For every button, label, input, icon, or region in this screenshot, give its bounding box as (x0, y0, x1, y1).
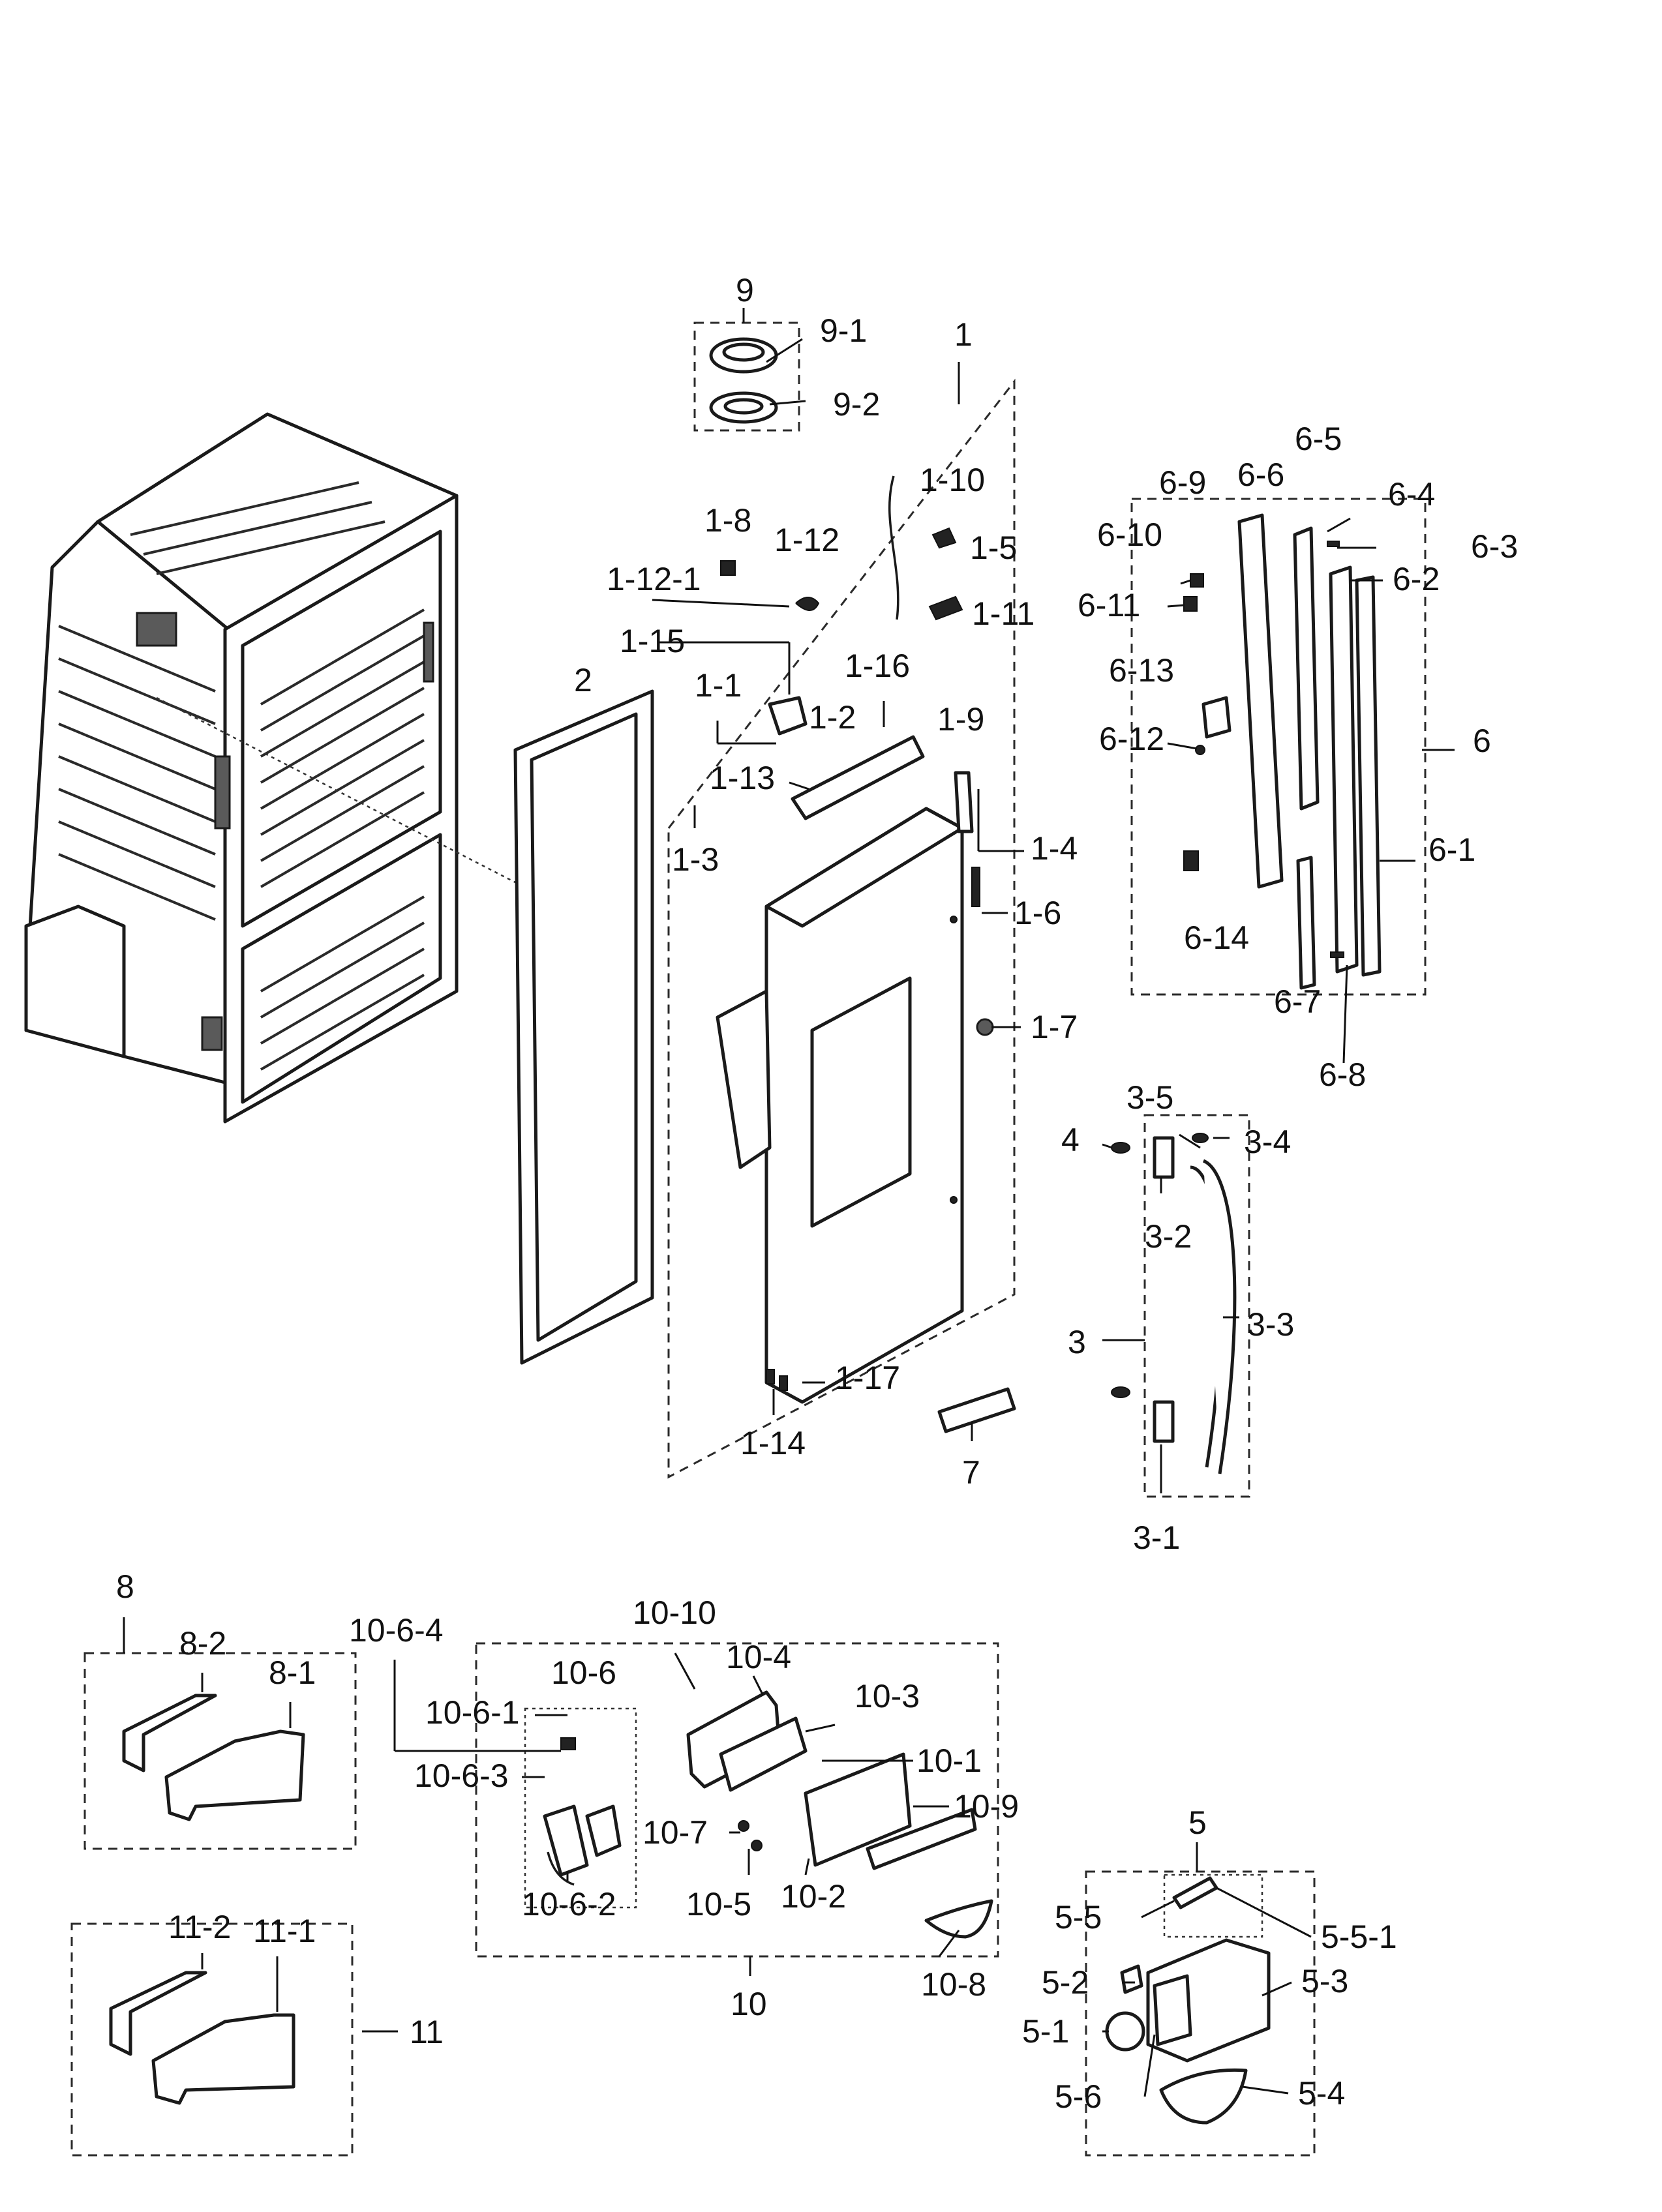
callout-1-6: 1-6 (1014, 895, 1061, 931)
callout-1-14: 1-14 (740, 1425, 806, 1461)
callout-10-9: 10-9 (954, 1788, 1019, 1825)
callout-10-7: 10-7 (642, 1814, 708, 1851)
group-11-box (70, 1922, 354, 2157)
callout-5: 5 (1188, 1804, 1207, 1841)
group-10-6-box (524, 1707, 637, 1909)
callout-1-17: 1-17 (835, 1360, 900, 1396)
callout-3-1: 3-1 (1133, 1519, 1180, 1556)
callout-9-2: 9-2 (833, 386, 880, 423)
callout-6-7: 6-7 (1274, 983, 1321, 1020)
callout-labels: 9 9-1 9-2 1 1-10 1-8 1-12 1-5 1-12-1 1-1… (116, 272, 1518, 2115)
callout-3: 3 (1068, 1324, 1086, 1360)
callout-10-1: 10-1 (916, 1742, 982, 1779)
callout-2: 2 (574, 662, 592, 698)
door-trim-strips (1183, 513, 1382, 990)
callout-5-5-1: 5-5-1 (1321, 1919, 1397, 1955)
callout-1: 1 (954, 316, 973, 353)
callout-6: 6 (1473, 723, 1491, 759)
callout-1-13: 1-13 (710, 760, 775, 796)
callout-6-11: 6-11 (1078, 587, 1140, 623)
callout-9: 9 (736, 272, 754, 308)
callout-1-12: 1-12 (774, 522, 839, 558)
callout-10-6-4: 10-6-4 (349, 1612, 444, 1649)
callout-1-16: 1-16 (845, 648, 910, 684)
callout-7: 7 (962, 1454, 980, 1491)
callout-3-3: 3-3 (1247, 1306, 1294, 1343)
callout-8-2: 8-2 (179, 1625, 226, 1662)
callout-1-10: 1-10 (920, 462, 985, 498)
group-9-box (693, 321, 800, 432)
callout-9-1: 9-1 (820, 312, 867, 349)
callout-6-2: 6-2 (1393, 561, 1440, 597)
callout-10-8: 10-8 (921, 1966, 986, 2003)
callout-11-1: 11-1 (253, 1913, 316, 1949)
callout-6-4: 6-4 (1388, 476, 1435, 513)
callout-3-5: 3-5 (1126, 1079, 1173, 1116)
door-panel (716, 807, 964, 1404)
callout-5-4: 5-4 (1298, 2075, 1345, 2112)
callout-1-11: 1-11 (972, 595, 1035, 632)
callout-6-10: 6-10 (1097, 516, 1162, 553)
water-filter-rings (709, 337, 778, 424)
refrigerator-cabinet (24, 412, 601, 1124)
callout-1-2: 1-2 (809, 699, 856, 736)
callout-1-15: 1-15 (620, 623, 685, 659)
callout-6-3: 6-3 (1471, 528, 1518, 565)
callout-1-4: 1-4 (1031, 830, 1078, 867)
group-3-box (1143, 1114, 1250, 1498)
callout-8: 8 (116, 1568, 134, 1605)
duct-11 (109, 1971, 295, 2105)
callout-6-1: 6-1 (1428, 831, 1475, 868)
callout-6-5: 6-5 (1295, 421, 1342, 457)
callout-6-9: 6-9 (1159, 464, 1206, 501)
callout-1-1: 1-1 (695, 667, 742, 704)
callout-6-6: 6-6 (1237, 456, 1284, 493)
door-hinge-and-cover-parts (720, 475, 994, 1391)
callout-10-6: 10-6 (551, 1654, 616, 1691)
part-7-pad (937, 1387, 1016, 1433)
callout-1-12-1: 1-12-1 (607, 561, 701, 597)
callout-1-7: 1-7 (1031, 1009, 1078, 1045)
group-5-box (1085, 1870, 1316, 2157)
leader-lines (123, 308, 1455, 2097)
callout-5-5: 5-5 (1055, 1899, 1102, 1936)
callout-3-2: 3-2 (1145, 1218, 1192, 1255)
callout-4: 4 (1061, 1122, 1080, 1158)
ice-maker-assembly (1105, 1876, 1271, 2125)
callout-10: 10 (731, 1986, 767, 2022)
callout-1-8: 1-8 (704, 502, 751, 539)
duct-8 (122, 1694, 305, 1821)
callout-10-6-2: 10-6-2 (522, 1886, 616, 1922)
callout-10-10: 10-10 (633, 1594, 716, 1631)
callout-1-9: 1-9 (937, 701, 984, 738)
callout-5-6: 5-6 (1055, 2078, 1102, 2115)
callout-10-6-3: 10-6-3 (414, 1757, 509, 1794)
callout-8-1: 8-1 (269, 1654, 316, 1691)
callout-5-1: 5-1 (1022, 2013, 1069, 2050)
dispenser-parts (543, 1690, 993, 1939)
door-assembly-group-box (667, 378, 1016, 1479)
callout-1-5: 1-5 (970, 530, 1017, 566)
callout-6-8: 6-8 (1319, 1056, 1366, 1093)
callout-1-3: 1-3 (672, 841, 719, 878)
callout-11-2: 11-2 (168, 1909, 231, 1945)
callout-10-5: 10-5 (686, 1886, 751, 1922)
callout-11: 11 (410, 2014, 444, 2050)
group-8-box (83, 1652, 357, 1850)
callout-10-6-1: 10-6-1 (425, 1694, 520, 1731)
callout-10-4: 10-4 (726, 1639, 791, 1675)
callout-6-12: 6-12 (1099, 721, 1164, 757)
callout-5-3: 5-3 (1301, 1963, 1348, 1999)
callout-10-2: 10-2 (781, 1878, 846, 1915)
callout-3-4: 3-4 (1244, 1124, 1291, 1160)
callout-10-3: 10-3 (854, 1678, 920, 1714)
group-6-box (1130, 498, 1427, 996)
callout-6-13: 6-13 (1109, 652, 1174, 689)
callout-6-14: 6-14 (1184, 919, 1249, 956)
callout-5-2: 5-2 (1042, 1964, 1089, 2001)
door-handle (1111, 1133, 1237, 1474)
door-gasket (513, 689, 654, 1365)
group-10-box (475, 1642, 999, 1958)
